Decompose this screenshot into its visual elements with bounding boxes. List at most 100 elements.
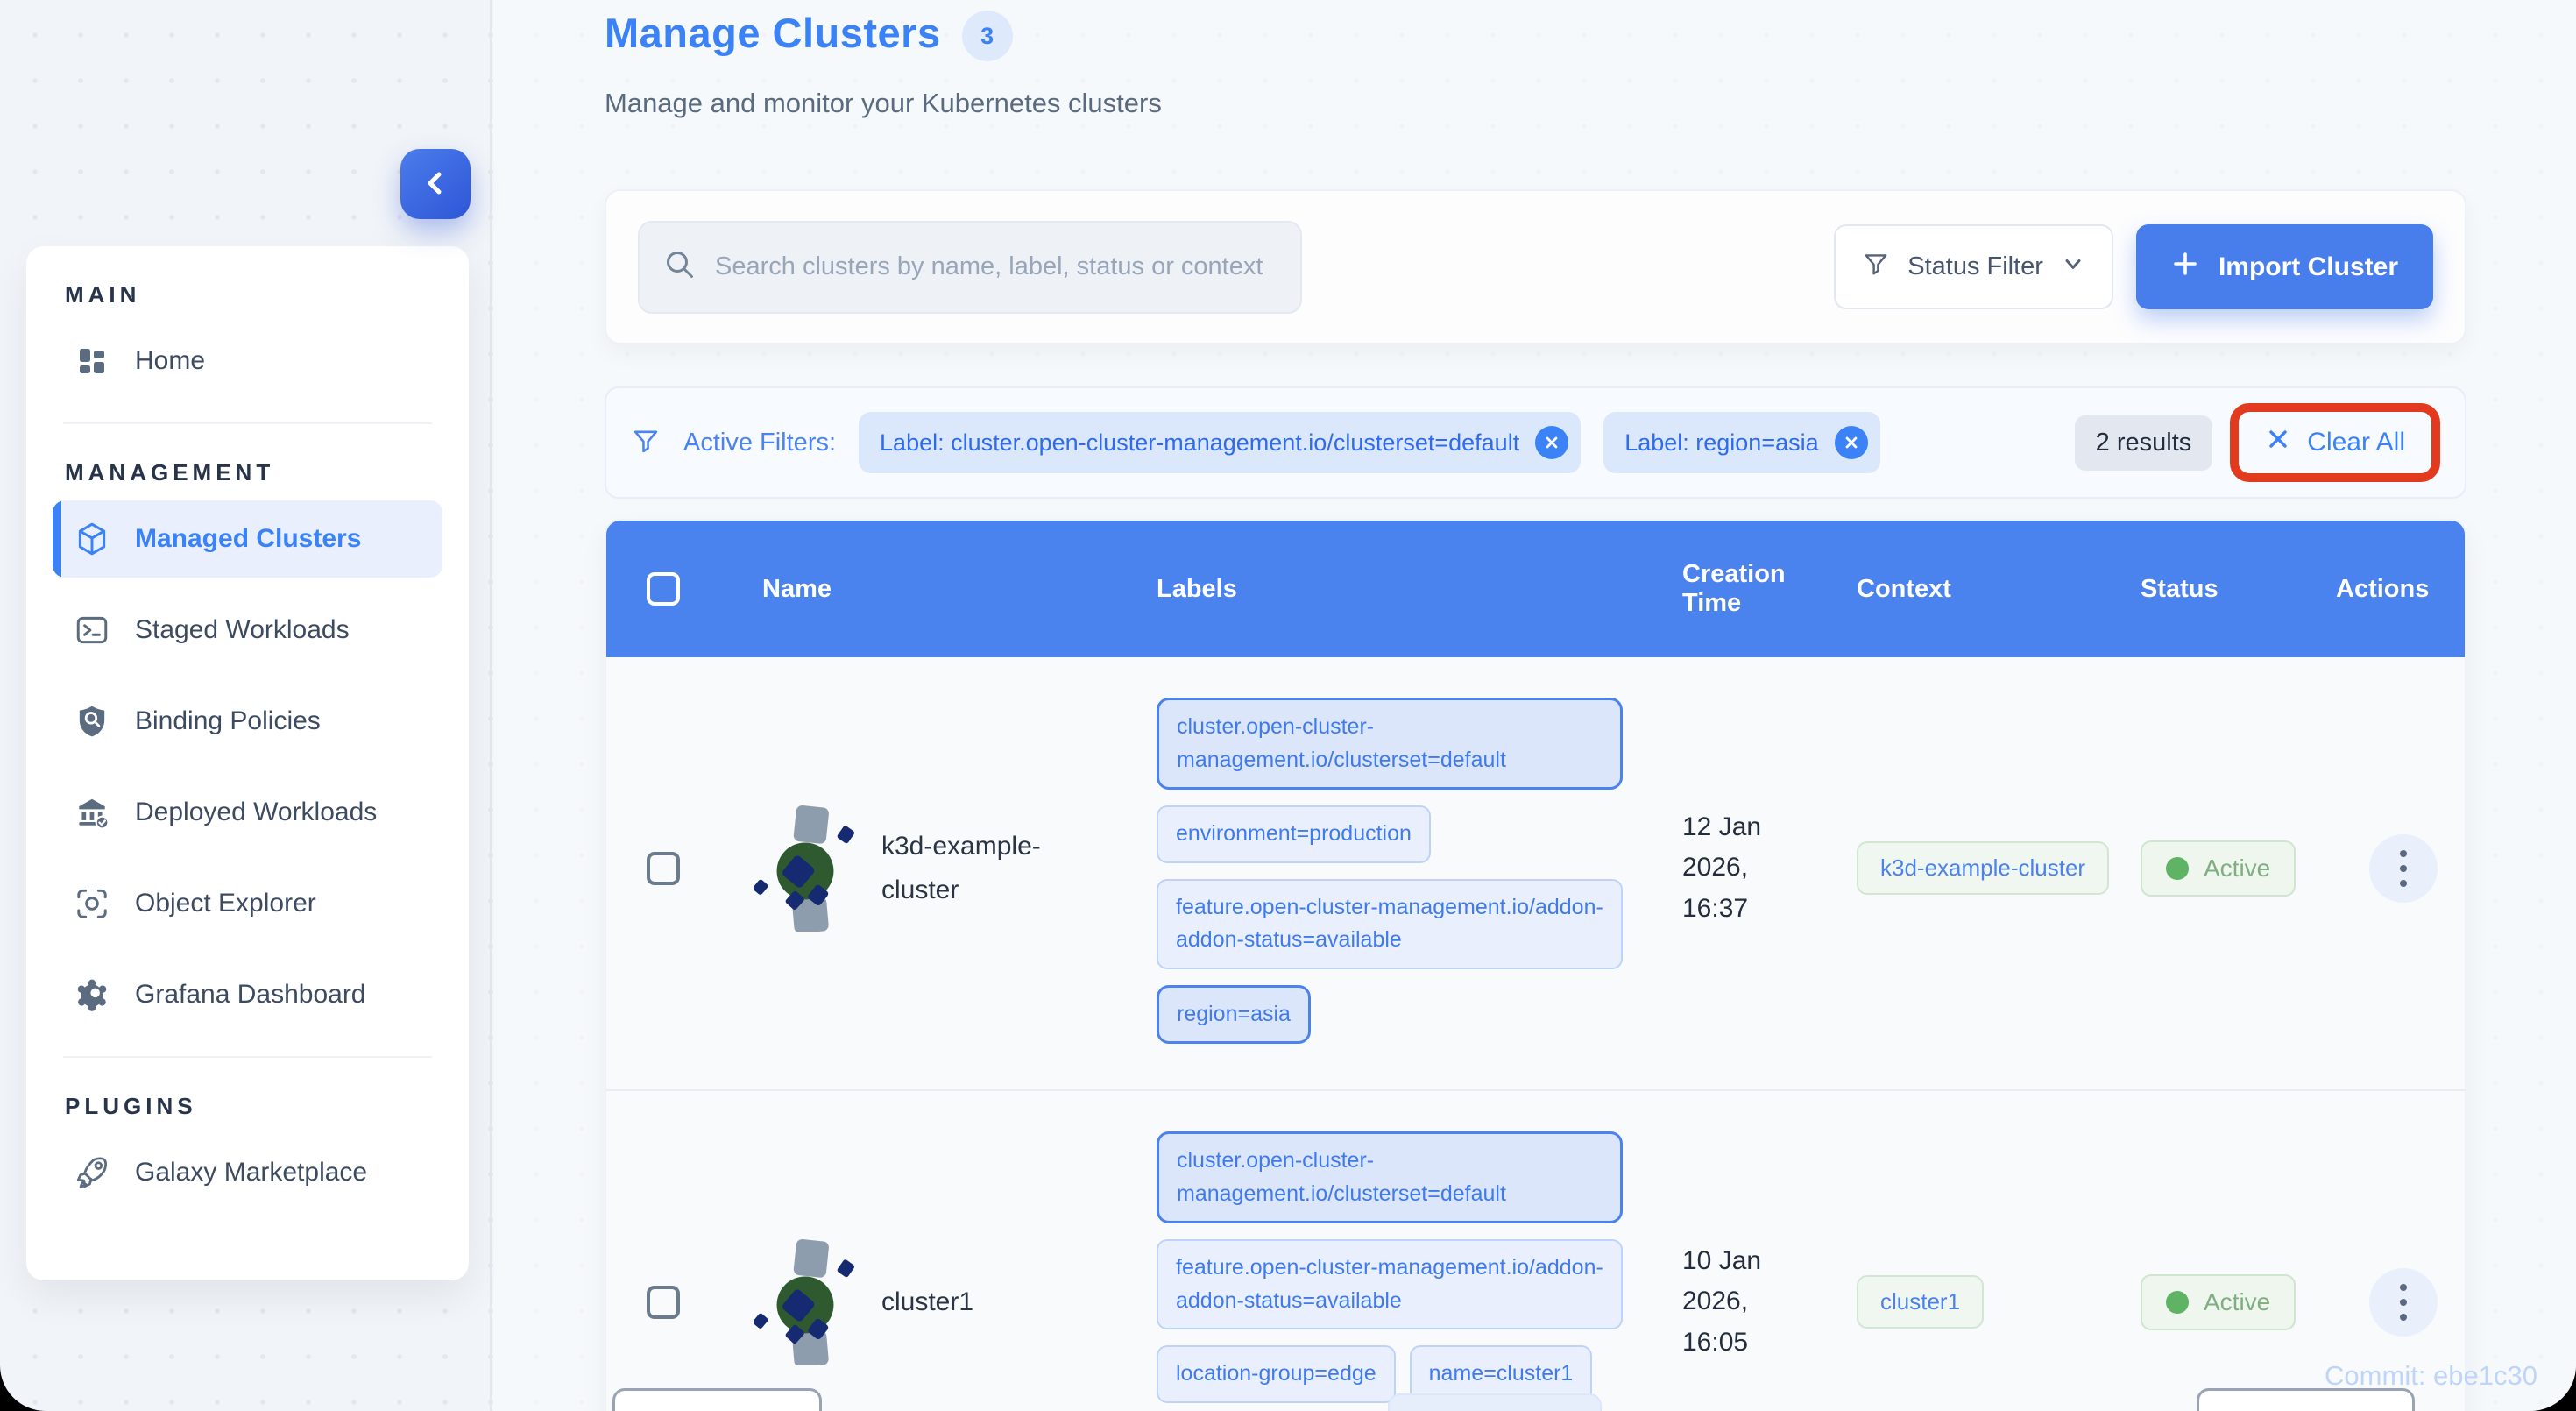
sidebar-item-label: Deployed Workloads bbox=[135, 798, 378, 826]
status-filter-button[interactable]: Status Filter bbox=[1834, 224, 2113, 309]
pagination-next-button[interactable] bbox=[2197, 1388, 2415, 1411]
cluster-label-chip[interactable]: region=asia bbox=[1157, 984, 1311, 1044]
pagination-page-button[interactable] bbox=[1388, 1393, 1602, 1411]
bank-check-icon bbox=[74, 794, 110, 831]
row-checkbox-cell bbox=[606, 851, 720, 885]
chevron-down-icon bbox=[2061, 252, 2085, 283]
funnel-icon bbox=[631, 426, 661, 460]
cluster-name-cell: k3d-example-cluster bbox=[720, 800, 1132, 936]
sidebar-divider bbox=[63, 1056, 432, 1058]
active-filter-chip[interactable]: Label: cluster.open-cluster-management.i… bbox=[859, 412, 1582, 473]
row-checkbox-cell bbox=[606, 1285, 720, 1319]
sidebar-item-galaxy-marketplace[interactable]: Galaxy Marketplace bbox=[53, 1134, 442, 1211]
cluster-name-cell: cluster1 bbox=[720, 1234, 1132, 1370]
sidebar-item-deployed-workloads[interactable]: Deployed Workloads bbox=[53, 774, 442, 851]
sidebar-section-header: MANAGEMENT bbox=[65, 459, 275, 486]
active-filter-chip[interactable]: Label: region=asia bbox=[1603, 412, 1880, 473]
sidebar-collapse-button[interactable] bbox=[400, 149, 471, 219]
cluster-count-badge: 3 bbox=[961, 11, 1013, 61]
column-header-status: Status bbox=[2141, 574, 2219, 603]
close-icon bbox=[2265, 426, 2291, 459]
cube-icon bbox=[74, 521, 110, 557]
search-icon bbox=[662, 247, 697, 287]
context-badge: cluster1 bbox=[1857, 1275, 1985, 1329]
creation-time: 10 Jan 2026, 16:05 bbox=[1682, 1245, 1762, 1357]
clusters-table: Name Labels Creation Time Context Status… bbox=[605, 519, 2466, 1411]
cluster-logo-icon bbox=[753, 800, 857, 936]
rocket-icon bbox=[74, 1154, 110, 1191]
dashboard-icon bbox=[74, 343, 110, 379]
row-checkbox[interactable] bbox=[647, 851, 680, 885]
shield-search-icon bbox=[74, 703, 110, 740]
import-cluster-label: Import Cluster bbox=[2218, 252, 2398, 281]
remove-filter-button[interactable] bbox=[1834, 426, 1868, 459]
clear-all-button[interactable]: Clear All bbox=[2230, 403, 2440, 482]
dots-vertical-icon bbox=[2400, 1283, 2407, 1291]
sidebar-divider bbox=[63, 422, 432, 424]
dots-vertical-icon bbox=[2400, 1298, 2407, 1306]
active-filters-label: Active Filters: bbox=[683, 428, 837, 457]
status-filter-label: Status Filter bbox=[1907, 252, 2043, 280]
results-count-badge: 2 results bbox=[2074, 415, 2213, 471]
table-row: k3d-example-cluster cluster.open-cluster-… bbox=[606, 657, 2465, 1089]
filters-right-group: 2 results Clear All bbox=[2074, 403, 2440, 482]
status-dot-icon bbox=[2166, 856, 2189, 880]
main-region: Manage Clusters 3 Manage and monitor you… bbox=[493, 0, 2576, 1411]
chevron-left-icon bbox=[418, 166, 453, 203]
row-checkbox[interactable] bbox=[647, 1285, 680, 1319]
column-header-creation-time: Creation Time bbox=[1682, 560, 1786, 617]
cluster-label-chip[interactable]: feature.open-cluster-management.io/addon… bbox=[1157, 1239, 1623, 1329]
import-cluster-button[interactable]: Import Cluster bbox=[2135, 224, 2433, 309]
sidebar-section-header: PLUGINS bbox=[65, 1093, 197, 1119]
page-header: Manage Clusters 3 bbox=[605, 9, 2466, 61]
cluster-label-chip[interactable]: cluster.open-cluster-management.io/clust… bbox=[1157, 1131, 1623, 1223]
cluster-label-chip[interactable]: name=cluster1 bbox=[1409, 1345, 1593, 1403]
cluster-label-chip[interactable]: environment=production bbox=[1157, 805, 1431, 863]
filter-chip-label: Label: cluster.open-cluster-management.i… bbox=[880, 429, 1520, 456]
status-badge: Active bbox=[2141, 840, 2296, 897]
page-title: Manage Clusters bbox=[605, 10, 941, 56]
row-actions-menu-button[interactable] bbox=[2369, 833, 2438, 903]
filter-chip-label: Label: region=asia bbox=[1624, 429, 1819, 456]
column-header-context: Context bbox=[1857, 574, 1951, 603]
scan-icon bbox=[74, 885, 110, 922]
status-dot-icon bbox=[2166, 1290, 2189, 1314]
cluster-label-chip[interactable]: feature.open-cluster-management.io/addon… bbox=[1157, 878, 1623, 969]
sidebar-item-binding-policies[interactable]: Binding Policies bbox=[53, 683, 442, 760]
sidebar-item-label: Binding Policies bbox=[135, 706, 321, 735]
page-subtitle: Manage and monitor your Kubernetes clust… bbox=[605, 88, 1162, 118]
table-row: cluster1 cluster.open-cluster-management.… bbox=[606, 1089, 2465, 1411]
pagination-previous-button[interactable] bbox=[612, 1388, 822, 1411]
dots-vertical-icon bbox=[2400, 879, 2407, 887]
sidebar-item-label: Grafana Dashboard bbox=[135, 980, 366, 1009]
select-all-checkbox[interactable] bbox=[606, 572, 720, 606]
status-badge: Active bbox=[2141, 1273, 2296, 1330]
search-box[interactable] bbox=[638, 220, 1302, 314]
sidebar-item-label: Galaxy Marketplace bbox=[135, 1158, 368, 1187]
content-column: Manage Clusters 3 Manage and monitor you… bbox=[605, 0, 2466, 1411]
sidebar-item-managed-clusters[interactable]: Managed Clusters bbox=[53, 500, 442, 578]
sidebar-item-label: Managed Clusters bbox=[135, 524, 362, 553]
row-actions-menu-button[interactable] bbox=[2369, 1267, 2438, 1337]
column-header-name: Name bbox=[762, 574, 832, 603]
cluster-name: cluster1 bbox=[881, 1287, 974, 1316]
sidebar-item-staged-workloads[interactable]: Staged Workloads bbox=[53, 592, 442, 669]
sidebar-item-grafana-dashboard[interactable]: Grafana Dashboard bbox=[53, 956, 442, 1033]
sidebar-item-label: Staged Workloads bbox=[135, 615, 350, 644]
sidebar-item-home[interactable]: Home bbox=[53, 323, 442, 400]
sidebar-item-object-explorer[interactable]: Object Explorer bbox=[53, 865, 442, 942]
cluster-labels-cell: cluster.open-cluster-management.io/clust… bbox=[1132, 692, 1649, 1044]
toolbar-card: Status Filter Import Cluster bbox=[605, 189, 2466, 344]
dots-vertical-icon bbox=[2400, 1313, 2407, 1321]
status-label: Active bbox=[2204, 854, 2271, 882]
plus-icon bbox=[2171, 250, 2199, 285]
column-header-labels: Labels bbox=[1157, 574, 1237, 603]
terminal-icon bbox=[74, 612, 110, 649]
search-input[interactable] bbox=[715, 252, 1277, 281]
cluster-label-chip[interactable]: cluster.open-cluster-management.io/clust… bbox=[1157, 698, 1623, 790]
cluster-label-chip[interactable]: location-group=edge bbox=[1157, 1345, 1396, 1403]
column-header-actions: Actions bbox=[2336, 574, 2430, 603]
remove-filter-button[interactable] bbox=[1535, 426, 1569, 459]
